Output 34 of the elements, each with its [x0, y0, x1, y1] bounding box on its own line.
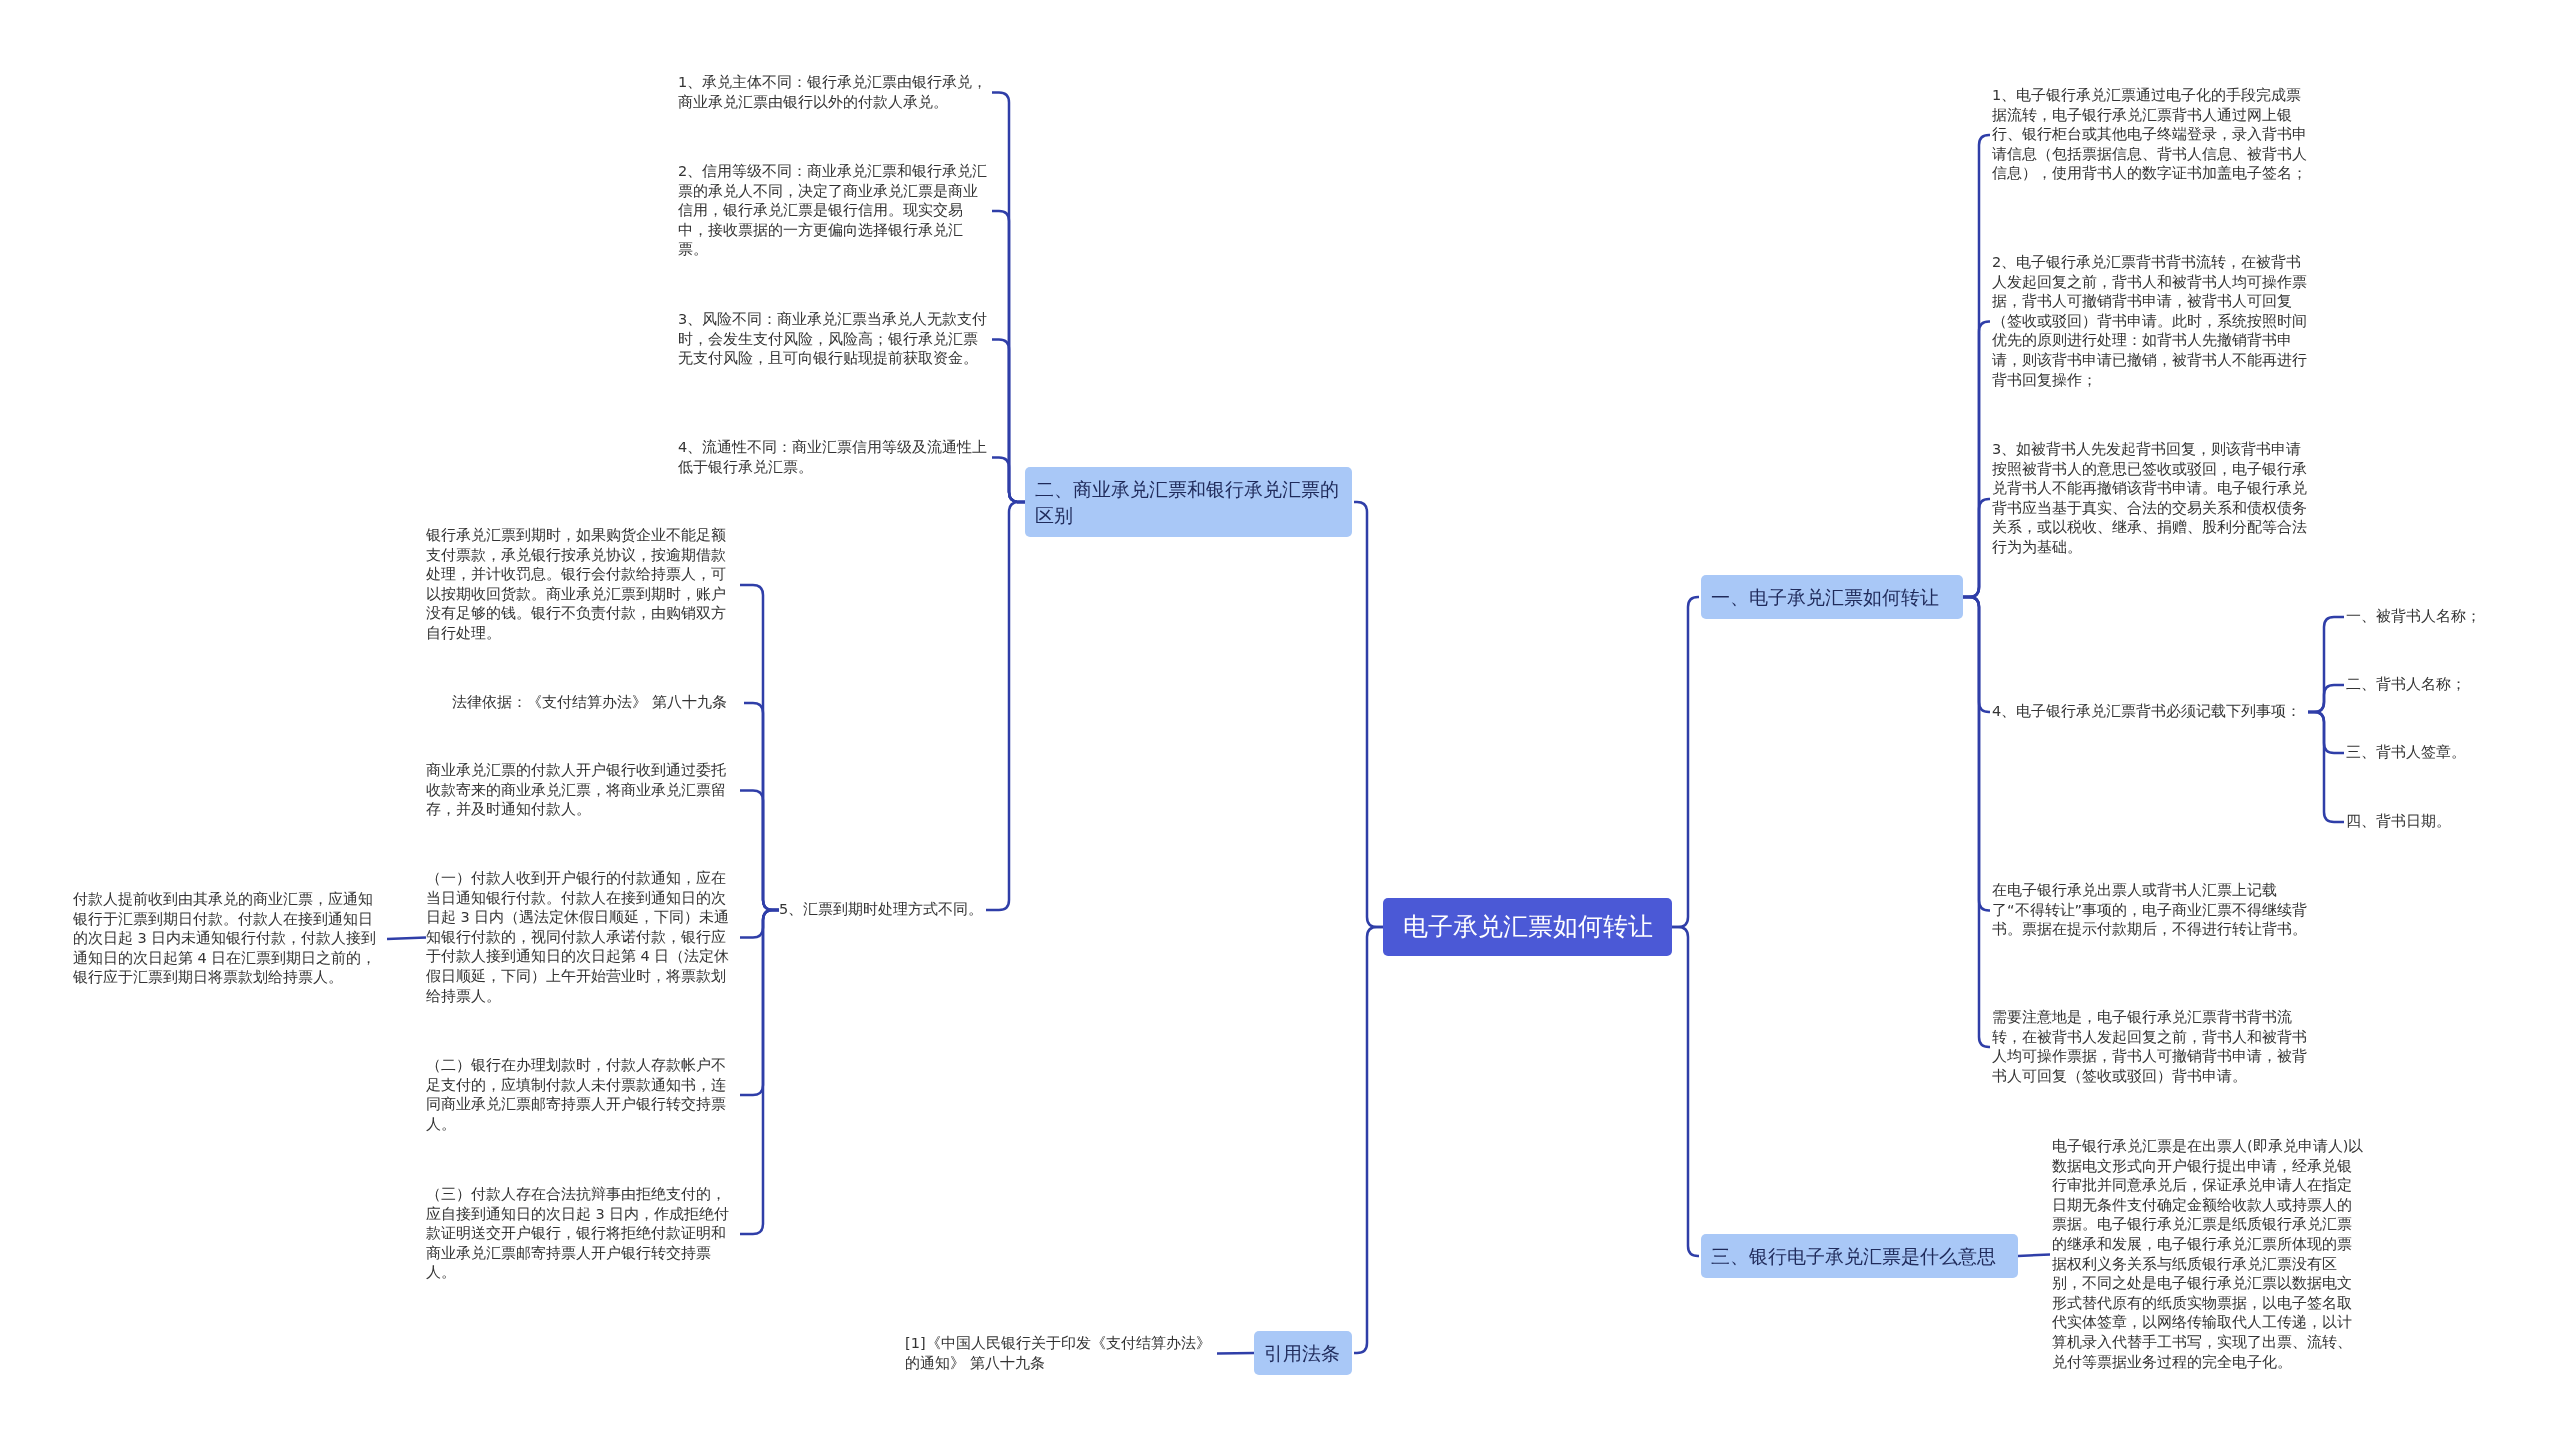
note-text: 2、信用等级不同：商业承兑汇票和银行承兑汇票的承兑人不同，决定了商业承兑汇票是商业信用，银行承兑汇票是银行信用。现实交易中，接收票据的一方更偏向选择银行承兑汇票。 [678, 162, 990, 260]
note-text: 在电子银行承兑出票人或背书人汇票上记载了“不得转让”事项的，电子商业汇票不得继续背书。票据在提示付款期后，不得进行转让背书。 [1992, 881, 2308, 940]
note-text: 银行承兑汇票到期时，如果购货企业不能足额支付票款，承兑银行按承兑协议，按逾期借款处理，并计收罚息。银行会付款给持票人，可以按期收回货款。商业承兑汇票到期时，账户没有足够的钱。银行不负责付款，由购销双方自行处理。 [426, 526, 738, 644]
topic-box: 引用法条 [1254, 1331, 1352, 1375]
connector-line [1963, 595, 1991, 1049]
note-text: 四、背书日期。 [2346, 812, 2496, 832]
note-text: （一）付款人收到开户银行的付款通知，应在当日通知银行付款。付款人在接到通知日的次日起 3 日内（遇法定休假日顺延，下同）未通知银行付款的，视同付款人承诺付款，银行应于付款人接到通知日的次日起第 4 日（法定休假日顺延，下同）上午开始营业时，将票款划给持票人。 [426, 869, 738, 1007]
connector-line [1217, 1351, 1254, 1355]
note-text: 二、背书人名称； [2346, 675, 2496, 695]
connector-line [2017, 1253, 2051, 1258]
note-text: （二）银行在办理划款时，付款人存款帐户不足支付的，应填制付款人未付票款通知书，连同商业承兑汇票邮寄持票人开户银行转交持票人。 [426, 1056, 738, 1135]
note-text: 电子银行承兑汇票是在出票人(即承兑申请人)以数据电文形式向开户银行提出申请，经承兑银行审批并同意承兑后，保证承兑申请人在指定日期无条件支付确定金额给收款人或持票人的票据。电子银行承兑汇票是纸质银行承兑汇票的继承和发展，电子银行承兑汇票所体现的票据权利义务关系与纸质银行承兑汇票没有区别，不同之处是电子银行承兑汇票以数据电文形式替代原有的纸质实物票据，以电子签名取代实体签章，以网络传输取代人工传递，以计算机录入代替手工书写，实现了出票、流转、兑付等票据业务过程的完全电子化。 [2052, 1137, 2364, 1373]
note-text: 3、如被背书人先发起背书回复，则该背书申请按照被背书人的意思已签收或驳回，电子银行承兑背书人不能再撤销该背书申请。电子银行承兑背书应当基于真实、合法的交易关系和债权债务关系，或以税收、继承、捐赠、股利分配等合法行为为基础。 [1992, 440, 2308, 558]
note-text: 4、流通性不同：商业汇票信用等级及流通性上低于银行承兑汇票。 [678, 438, 990, 478]
topic-box: 二、商业承兑汇票和银行承兑汇票的区别 [1025, 467, 1352, 537]
note-text: （三）付款人存在合法抗辩事由拒绝支付的，应自接到通知日的次日起 3 日内，作成拒绝付款证明送交开户银行，银行将拒绝付款证明和商业承兑汇票邮寄持票人开户银行转交持票人。 [426, 1185, 738, 1283]
note-text: 4、电子银行承兑汇票背书必须记载下列事项： [1992, 702, 2308, 722]
central-topic-box: 电子承兑汇票如何转让 [1383, 898, 1672, 956]
note-text: 2、电子银行承兑汇票背书背书流转，在被背书人发起回复之前，背书人和被背书人均可操作票据，背书人可撤销背书申请，被背书人可回复（签收或驳回）背书申请。此时，系统按照时间优先的原则进行处理：如背书人先撤销背书申请，则该背书申请已撤销，被背书人不能再进行背书回复操作； [1992, 253, 2308, 391]
note-text: 1、承兑主体不同：银行承兑汇票由银行承兑，商业承兑汇票由银行以外的付款人承兑。 [678, 73, 990, 113]
note-text: 1、电子银行承兑汇票通过电子化的手段完成票据流转，电子银行承兑汇票背书人通过网上银行、银行柜台或其他电子终端登录，录入背书申请信息（包括票据信息、背书人信息、被背书人信息），使用背书人的数字证书加盖电子签名； [1992, 86, 2308, 184]
note-text: 5、汇票到期时处理方式不同。 [779, 900, 984, 920]
note-text: 一、被背书人名称； [2346, 607, 2496, 627]
connector-line [1672, 925, 1700, 1258]
note-text: 需要注意地是，电子银行承兑汇票背书背书流转，在被背书人发起回复之前，背书人和被背书人均可操作票据，背书人可撤销背书申请，被背书人可回复（签收或驳回）背书申请。 [1992, 1008, 2308, 1087]
topic-box: 一、电子承兑汇票如何转让 [1701, 575, 1963, 619]
note-text: [1]《中国人民银行关于印发《支付结算办法》的通知》 第八十九条 [905, 1334, 1215, 1374]
note-text: 法律依据：《支付结算办法》 第八十九条 [452, 693, 742, 713]
topic-box: 三、银行电子承兑汇票是什么意思 [1701, 1234, 2018, 1278]
note-text: 三、背书人签章。 [2346, 743, 2496, 763]
note-text: 商业承兑汇票的付款人开户银行收到通过委托收款寄来的商业承兑汇票，将商业承兑汇票留存，并及时通知付款人。 [426, 761, 738, 820]
connector-line [386, 936, 427, 941]
note-text: 付款人提前收到由其承兑的商业汇票，应通知银行于汇票到期日付款。付款人在接到通知日的次日起 3 日内未通知银行付款，付款人接到通知日的次日起第 4 日在汇票到期日之前的，银行应于汇票到期日将票款划给持票人。 [73, 890, 385, 988]
note-text: 3、风险不同：商业承兑汇票当承兑人无款支付时，会发生支付风险，风险高；银行承兑汇票无支付风险，且可向银行贴现提前获取资金。 [678, 310, 990, 369]
